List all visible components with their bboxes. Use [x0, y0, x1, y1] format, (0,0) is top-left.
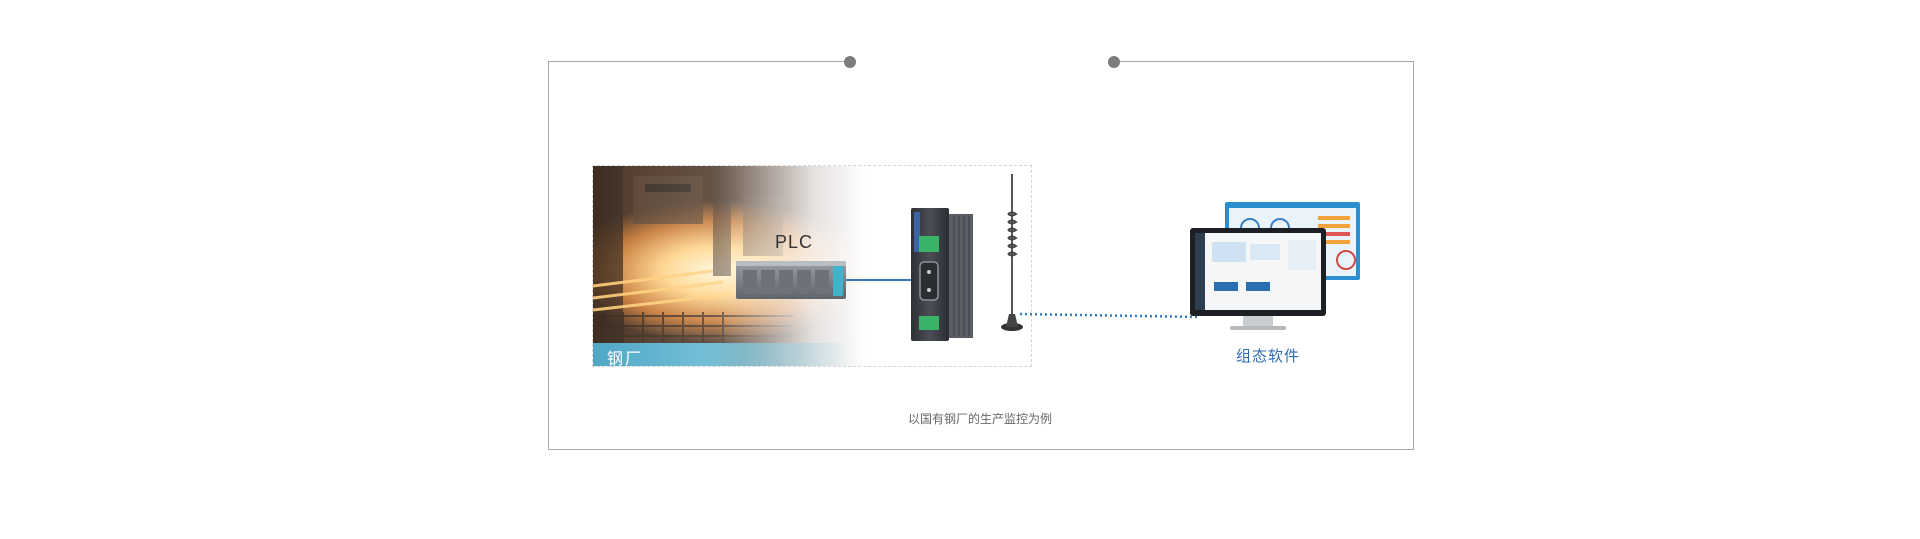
frame-bottom: [548, 449, 1414, 450]
frame-dot-left: [844, 56, 856, 68]
wireless-link-line: [1020, 312, 1200, 319]
gateway-device-icon: [911, 208, 973, 341]
steel-mill-photo: [593, 166, 1031, 366]
steel-mill-scene: 钢厂 PLC: [592, 165, 1032, 367]
scada-monitor-icon: [1190, 202, 1360, 330]
scada-software-label: 组态软件: [1236, 348, 1301, 365]
frame-dot-right: [1108, 56, 1120, 68]
diagram-caption: 以国有钢厂的生产监控为例: [907, 412, 1052, 426]
scene-caption-band: [593, 343, 853, 366]
plc-label: PLC: [775, 232, 814, 252]
scene-label: 钢厂: [607, 351, 644, 367]
antenna-icon: [1001, 174, 1023, 331]
plc-device-icon: [736, 261, 846, 299]
frame-top-right: [1113, 61, 1414, 62]
frame-left: [548, 61, 549, 450]
frame-top-left: [548, 61, 850, 62]
frame-right: [1413, 61, 1414, 450]
